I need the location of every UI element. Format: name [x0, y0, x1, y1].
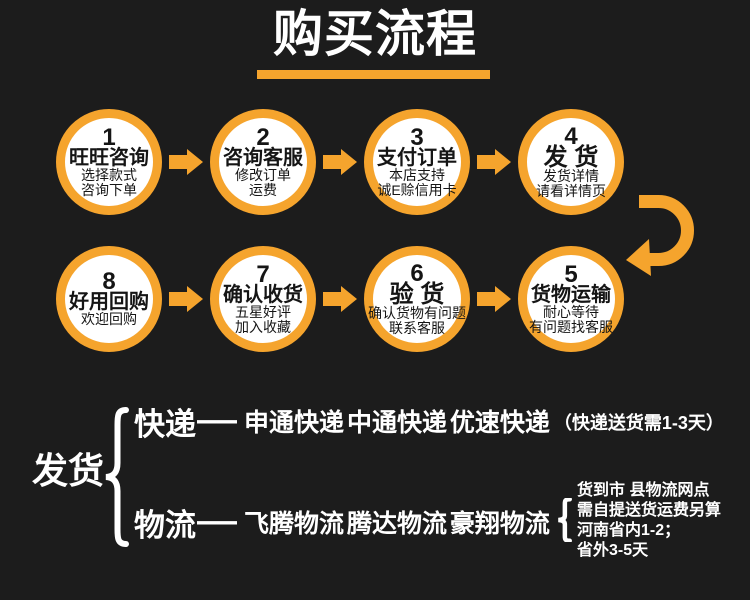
- step-detail: 请看详情页: [536, 182, 606, 199]
- step-detail: 运费: [249, 181, 277, 198]
- step-circle-7: 7 确认收货 五星好评 加入收藏: [210, 246, 316, 352]
- arrow-right-icon: [477, 149, 511, 175]
- step-circle-1: 1 旺旺咨询 选择款式 咨询下单: [56, 109, 162, 215]
- step-detail: 五星好评: [235, 303, 291, 320]
- step-circle-6: 6 验 货 确认货物有问题 联系客服: [364, 246, 470, 352]
- logistics-note-line: 需自提送货运费另算: [577, 502, 722, 519]
- logistics-carriers: 飞腾物流 腾达物流 豪翔物流: [244, 510, 550, 538]
- step-number: 3: [410, 123, 424, 151]
- step-number: 5: [564, 260, 578, 288]
- step-detail: 诚E赊信用卡: [377, 181, 457, 198]
- step-title: 确认收货: [223, 283, 303, 306]
- step-detail: 选择款式: [81, 166, 137, 183]
- logistics-line: 物流 —— 飞腾物流 腾达物流 豪翔物流: [134, 502, 550, 542]
- arrow-right-icon: [323, 286, 357, 312]
- step-detail: 耐心等待: [543, 303, 599, 320]
- big-brace-icon: [102, 406, 130, 548]
- step-detail: 修改订单: [235, 166, 291, 183]
- step-title: 发 货: [543, 143, 599, 171]
- dash: ——: [197, 502, 237, 540]
- express-name: 快递: [134, 406, 196, 442]
- logistics-note-line: 河南省内1-2；: [577, 522, 681, 539]
- step-title: 支付订单: [377, 146, 457, 169]
- arrow-right-icon: [169, 286, 203, 312]
- step-number: 2: [256, 123, 270, 151]
- step-detail: 欢迎回购: [81, 311, 137, 327]
- logistics-note-line: 省外3-5天: [577, 542, 649, 559]
- logistics-note-line: 货到市 县物流网点: [577, 482, 710, 499]
- step-circle-8: 8 好用回购 欢迎回购: [56, 246, 162, 352]
- express-note: （快递送货需1-3天）: [553, 413, 724, 433]
- title-underline-bar: [257, 70, 490, 79]
- step-number: 8: [102, 268, 116, 295]
- step-circle-5: 5 货物运输 耐心等待 有问题找客服: [518, 246, 624, 352]
- small-brace-icon: [556, 498, 572, 542]
- arrow-right-icon: [477, 286, 511, 312]
- u-turn-arrow-icon: [626, 195, 694, 276]
- step-detail: 确认货物有问题: [368, 304, 466, 321]
- express-line: 快递 —— 申通快递 中通快递 优速快递 （快递送货需1-3天）: [134, 401, 724, 441]
- step-number: 7: [256, 260, 270, 288]
- shipping-label: 发货: [31, 450, 104, 491]
- step-detail: 发货详情: [543, 167, 599, 184]
- step-title: 验 货: [389, 280, 445, 308]
- step-circle-2: 2 咨询客服 修改订单 运费: [210, 109, 316, 215]
- step-title: 旺旺咨询: [69, 146, 149, 169]
- step-detail: 加入收藏: [235, 318, 291, 335]
- step-number: 1: [102, 123, 116, 151]
- arrow-right-icon: [169, 149, 203, 175]
- step-detail: 本店支持: [389, 166, 445, 183]
- step-title: 咨询客服: [223, 146, 303, 169]
- express-carriers: 申通快递 中通快递 优速快递: [244, 409, 550, 437]
- logistics-notes: 货到市 县物流网点 需自提送货运费另算 河南省内1-2； 省外3-5天: [577, 481, 721, 561]
- step-title: 货物运输: [531, 283, 611, 306]
- logistics-name: 物流: [134, 507, 196, 543]
- step-number: 6: [410, 259, 424, 287]
- page-title: 购买流程: [273, 6, 477, 62]
- step-title: 好用回购: [69, 291, 149, 313]
- step-detail: 有问题找客服: [529, 318, 613, 335]
- step-number: 4: [564, 122, 578, 150]
- step-circle-4: 4 发 货 发货详情 请看详情页: [518, 109, 624, 215]
- step-detail: 联系客服: [389, 319, 445, 336]
- arrow-right-icon: [323, 149, 357, 175]
- dash: ——: [197, 401, 237, 439]
- step-detail: 咨询下单: [81, 181, 137, 198]
- step-circle-3: 3 支付订单 本店支持 诚E赊信用卡: [364, 109, 470, 215]
